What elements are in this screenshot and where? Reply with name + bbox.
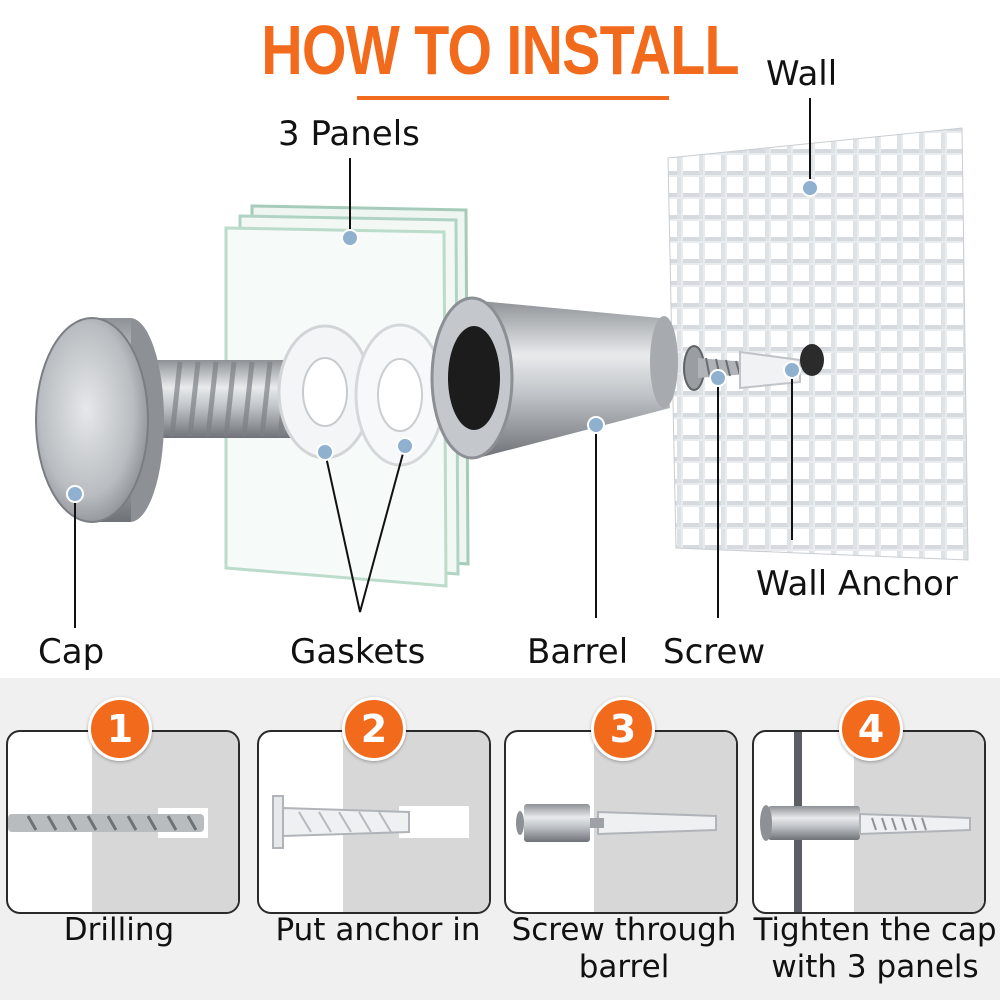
step-1-caption: Drilling xyxy=(63,912,175,948)
page-title: HOW TO INSTALL xyxy=(261,11,739,89)
barrel-illustration xyxy=(430,296,678,460)
barrel-dot xyxy=(587,416,605,434)
label-gaskets: Gaskets xyxy=(290,632,426,672)
step-2-caption: Put anchor in xyxy=(275,912,481,948)
label-barrel: Barrel xyxy=(527,632,629,672)
gaskets-illustration xyxy=(277,323,446,467)
cap-illustration xyxy=(35,317,164,523)
title-underline xyxy=(357,96,669,100)
leader-dots xyxy=(66,179,819,503)
leader-lines xyxy=(74,98,811,628)
label-panels: 3 Panels xyxy=(278,114,420,154)
screw-dot xyxy=(709,369,727,387)
wall-anchor-illustration xyxy=(739,344,824,390)
label-wall: Wall xyxy=(766,54,838,94)
step-4-number: 4 xyxy=(839,697,903,761)
step-2-number: 2 xyxy=(342,697,406,761)
label-screw: Screw xyxy=(663,632,766,672)
label-cap: Cap xyxy=(38,632,105,672)
cap-dot xyxy=(66,485,84,503)
label-wall-anchor: Wall Anchor xyxy=(756,564,958,604)
gasket-dot-2 xyxy=(396,437,414,455)
panels-dot xyxy=(341,229,359,247)
gasket-dot-1 xyxy=(316,443,334,461)
wall-illustration xyxy=(667,127,969,561)
wall-dot xyxy=(801,179,819,197)
install-diagram xyxy=(35,98,969,628)
step-3-number: 3 xyxy=(591,697,655,761)
anchor-dot xyxy=(783,361,801,379)
step-1-number: 1 xyxy=(88,697,152,761)
